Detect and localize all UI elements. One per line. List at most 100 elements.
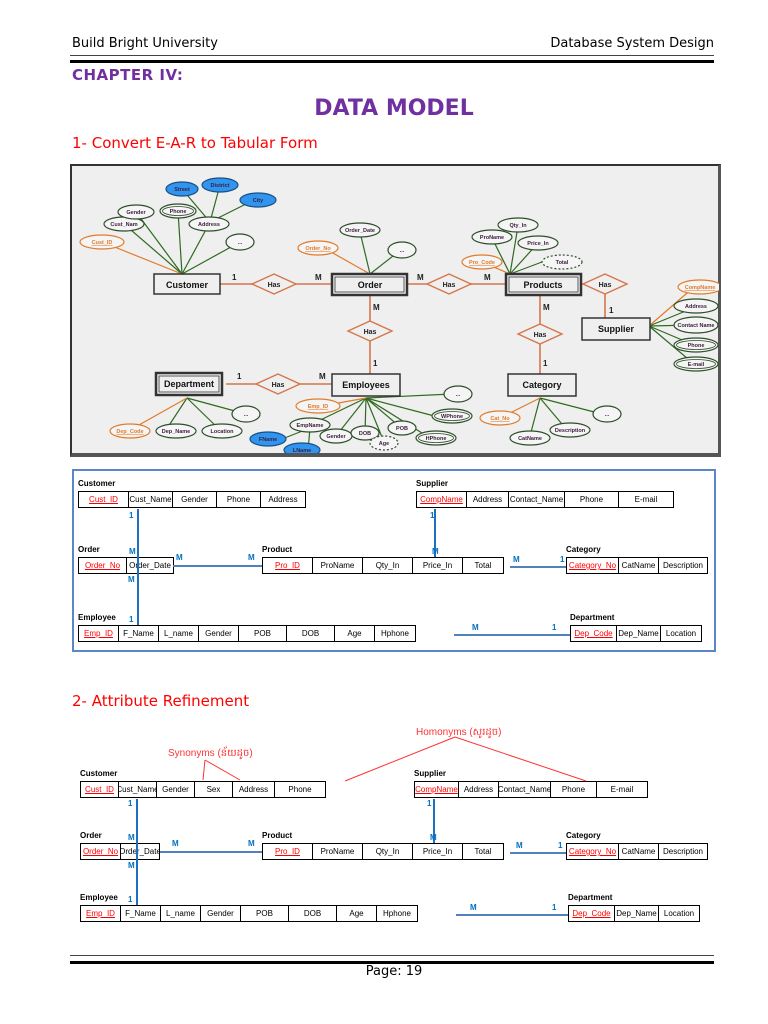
- attribute-proname: ProName: [471, 229, 513, 245]
- rel-has-6: Has: [534, 332, 547, 339]
- attribute-: ...: [225, 233, 255, 251]
- header-rule: [70, 55, 714, 63]
- chapter-heading: CHAPTER IV:: [72, 66, 184, 84]
- column-cell: Price_In: [413, 558, 463, 573]
- attribute-phone: Phone: [159, 203, 197, 219]
- svg-text:Cat_No: Cat_No: [490, 416, 510, 422]
- card-label: M: [417, 273, 424, 282]
- table-name-product: Product: [262, 831, 293, 840]
- cardinality-label: 1: [129, 615, 134, 624]
- svg-text:CatName: CatName: [518, 436, 542, 442]
- cardinality-label: M: [128, 575, 135, 584]
- attribute-gender: Gender: [319, 428, 353, 444]
- svg-text:Total: Total: [556, 260, 569, 266]
- column-cell: F_Name: [121, 906, 161, 921]
- svg-text:E-mail: E-mail: [688, 362, 705, 368]
- svg-text:Order_No: Order_No: [305, 246, 331, 252]
- primary-key-cell: Dep_Code: [571, 626, 617, 641]
- column-cell: Order_Date: [121, 847, 159, 856]
- cardinality-label: 1: [427, 799, 432, 808]
- column-cell: Dep_Name: [617, 626, 661, 641]
- header-course: Database System Design: [550, 36, 714, 51]
- er-diagram: Has Has Has Has Has Has 1 M M M M 1 M 1 …: [70, 164, 723, 458]
- column-cell: Location: [665, 629, 697, 638]
- card-label: M: [543, 303, 550, 312]
- primary-key-cell: Category_No: [567, 844, 619, 859]
- attribute-price-in: Price_In: [517, 235, 559, 251]
- svg-text:Street: Street: [174, 187, 190, 193]
- attribute-order-date: Order_Date: [339, 222, 381, 238]
- page-title: DATA MODEL: [314, 96, 474, 121]
- table-name-customer: Customer: [78, 479, 116, 488]
- column-cell: Contact_Name: [499, 782, 551, 797]
- primary-key-cell: Cust_ID: [79, 492, 129, 507]
- card-label: 1: [609, 306, 614, 315]
- attribute-address: Address: [188, 216, 230, 232]
- svg-text:Contact Name: Contact Name: [678, 323, 715, 329]
- cardinality-label: 1: [558, 841, 563, 850]
- cardinality-label: M: [128, 833, 135, 842]
- svg-text:DOB: DOB: [359, 431, 371, 437]
- attribute-cust-nam: Cust_Nam: [103, 216, 145, 232]
- cardinality-label: 1: [560, 555, 565, 564]
- column-cell: Cust_Name: [129, 492, 173, 507]
- attribute-compname: CompName: [677, 279, 723, 295]
- column-cell: Sex: [195, 782, 233, 797]
- cardinality-label: 1: [129, 511, 134, 520]
- cardinality-label: 1: [128, 895, 133, 904]
- column-cell: Total: [474, 847, 492, 856]
- attribute-total: Total: [541, 254, 583, 270]
- attribute-age: Age: [369, 435, 399, 451]
- attribute-phone: Phone: [673, 337, 719, 353]
- attribute-wphone: WPhone: [431, 408, 473, 424]
- table-name-department: Department: [568, 893, 613, 902]
- attribute-: ...: [231, 405, 261, 423]
- card-label: 1: [543, 359, 548, 368]
- svg-text:...: ...: [456, 392, 461, 398]
- primary-key-cell: Pro_ID: [263, 558, 313, 573]
- column-cell: Address: [268, 495, 298, 504]
- relationship-line: [454, 634, 570, 636]
- svg-text:Order_Date: Order_Date: [345, 228, 375, 234]
- entity-order: Order: [358, 280, 383, 290]
- relationship-diamonds: [250, 273, 629, 395]
- column-cell: CatName: [619, 844, 659, 859]
- column-cell: POB: [239, 626, 287, 641]
- svg-text:...: ...: [238, 240, 243, 246]
- column-cell: Gender: [199, 626, 239, 641]
- attribute-e-mail: E-mail: [673, 356, 719, 372]
- svg-text:Address: Address: [685, 304, 707, 310]
- homonym-line-supplier: [454, 736, 587, 782]
- svg-text:Address: Address: [198, 222, 220, 228]
- table-name-employee: Employee: [78, 613, 116, 622]
- svg-text:Phone: Phone: [688, 343, 705, 349]
- card-label: 1: [373, 359, 378, 368]
- rel-has-5: Has: [272, 382, 285, 389]
- cardinality-label: M: [129, 547, 136, 556]
- column-cell: Hphone: [382, 909, 412, 918]
- cardinality-label: M: [172, 839, 179, 848]
- column-cell: Gender: [173, 492, 217, 507]
- svg-text:Cust_Nam: Cust_Nam: [110, 222, 137, 228]
- attribute-description: Description: [549, 422, 591, 438]
- attribute-emp-id: Emp_ID: [295, 398, 341, 414]
- attribute-location: Location: [201, 423, 243, 439]
- entity-department: Department: [164, 379, 214, 389]
- relationship-line: [433, 799, 435, 843]
- rel-has-2: Has: [443, 282, 456, 289]
- svg-text:Gender: Gender: [126, 210, 146, 216]
- svg-text:HPhone: HPhone: [426, 436, 447, 442]
- column-cell: Location: [663, 909, 695, 918]
- rel-has-1: Has: [268, 282, 281, 289]
- attribute-cat-no: Cat_No: [479, 410, 521, 426]
- column-cell: Gender: [157, 782, 195, 797]
- table-name-supplier: Supplier: [414, 769, 447, 778]
- table-name-employee: Employee: [80, 893, 118, 902]
- column-cell: Qty_In: [363, 844, 413, 859]
- card-label: 1: [237, 372, 242, 381]
- attribute-dep-name: Dep_Name: [155, 423, 197, 439]
- column-cell: Gender: [201, 906, 241, 921]
- column-cell: Address: [459, 782, 499, 797]
